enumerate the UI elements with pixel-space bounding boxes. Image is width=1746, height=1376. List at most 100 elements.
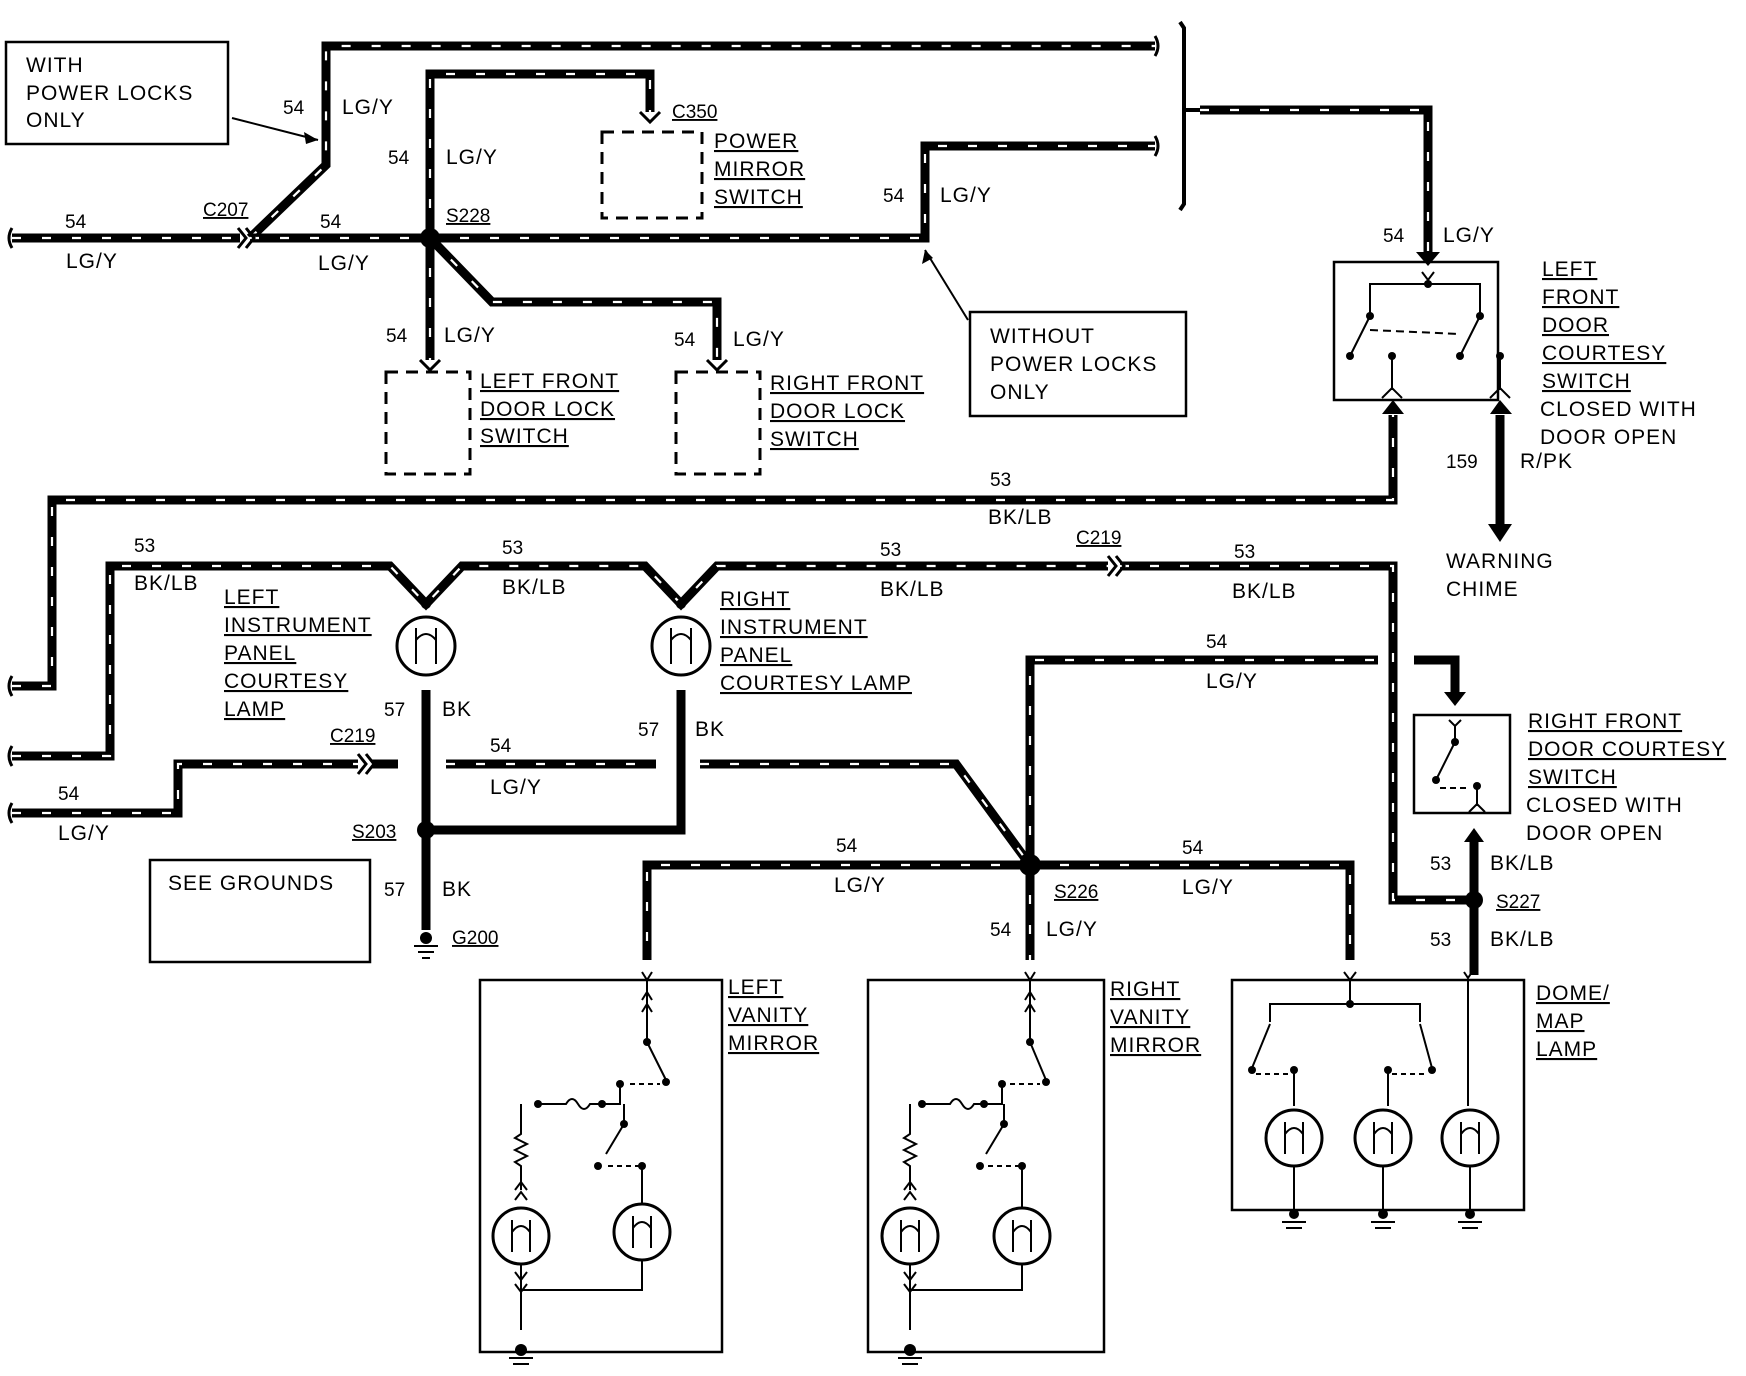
rf-door-lock-label-3: SWITCH xyxy=(770,428,859,451)
wire-label-54: 54 xyxy=(883,186,905,207)
splice-s203 xyxy=(417,821,435,839)
power-mirror-switch-box xyxy=(600,130,704,220)
wire-label-53: 53 xyxy=(502,538,523,559)
wire-54-to-rf-lock xyxy=(426,234,722,360)
wire-color-bklb: BK/LB xyxy=(1490,928,1555,951)
splice-s227-label: S227 xyxy=(1496,892,1540,913)
wire-color-lgy: LG/Y xyxy=(1182,876,1234,899)
wire-label-57: 57 xyxy=(384,880,405,901)
lf-door-lock-label-2: DOOR LOCK xyxy=(480,398,615,421)
note-box-see-grounds xyxy=(148,858,372,964)
note-box-with-power-locks xyxy=(4,40,230,146)
wire-color-lgy: LG/Y xyxy=(940,184,992,207)
wire-54-to-lf-courtesy xyxy=(1200,105,1433,255)
ground-g200-icon xyxy=(414,932,438,959)
lf-door-lock-label-3: SWITCH xyxy=(480,425,569,448)
left-ip-courtesy-lamp-icon xyxy=(395,599,457,677)
rf-courtesy-note-1: CLOSED WITH xyxy=(1526,794,1683,817)
lf-door-courtesy-switch xyxy=(1332,260,1511,402)
wire-label-54: 54 xyxy=(388,148,410,169)
wire-color-bklb: BK/LB xyxy=(502,576,567,599)
wire-color-lgy: LG/Y xyxy=(834,874,886,897)
connector-c350: C350 xyxy=(672,102,717,123)
left-ip-lamp-label-4: COURTESY xyxy=(224,670,348,693)
note-box-without-power-locks xyxy=(968,310,1188,418)
wire-color-bk: BK xyxy=(695,718,725,741)
lf-courtesy-label-3: DOOR xyxy=(1542,314,1609,337)
wire-color-lgy: LG/Y xyxy=(444,324,496,347)
wire-color-lgy: LG/Y xyxy=(490,776,542,799)
wire-color-lgy: LG/Y xyxy=(1206,670,1258,693)
wire-label-53: 53 xyxy=(1430,854,1451,875)
wire-label-54: 54 xyxy=(320,212,342,233)
wire-label-54: 54 xyxy=(836,836,858,857)
connector-c219-top: C219 xyxy=(1076,528,1121,549)
wire-color-lgy: LG/Y xyxy=(1046,918,1098,941)
note-without-1: WITHOUT xyxy=(990,325,1095,348)
left-ip-lamp-label-5: LAMP xyxy=(224,698,285,721)
wire-label-54: 54 xyxy=(990,920,1012,941)
wire-label-53: 53 xyxy=(1234,542,1255,563)
wire-color-bklb: BK/LB xyxy=(880,578,945,601)
lf-courtesy-label-1: LEFT xyxy=(1542,258,1597,281)
left-vanity-mirror xyxy=(478,971,724,1365)
splice-s226 xyxy=(1019,854,1041,876)
bracket xyxy=(1178,20,1186,212)
right-vanity-mirror xyxy=(866,971,1106,1365)
wire-label-57: 57 xyxy=(384,700,405,721)
wires xyxy=(12,41,1512,975)
power-mirror-label-1: POWER xyxy=(714,130,798,153)
rf-courtesy-label-1: RIGHT FRONT xyxy=(1528,710,1682,733)
right-vanity-label-1: RIGHT xyxy=(1110,978,1180,1001)
wire-54-s226-up xyxy=(1025,655,1378,865)
wire-color-bklb: BK/LB xyxy=(1490,852,1555,875)
wire-color-bklb: BK/LB xyxy=(134,572,199,595)
note-see-grounds: SEE GROUNDS xyxy=(168,872,334,895)
wire-label-54: 54 xyxy=(1182,838,1204,859)
lf-courtesy-label-2: FRONT xyxy=(1542,286,1619,309)
wire-label-54: 54 xyxy=(674,330,696,351)
note-with-3: ONLY xyxy=(26,109,86,132)
wire-label-57: 57 xyxy=(638,720,659,741)
connector-c207: C207 xyxy=(203,200,248,221)
left-vanity-label-3: MIRROR xyxy=(728,1032,819,1055)
rf-courtesy-note-2: DOOR OPEN xyxy=(1526,822,1663,845)
wire-label-54: 54 xyxy=(283,98,305,119)
warning-chime-label-2: CHIME xyxy=(1446,578,1519,601)
wire-color-lgy: LG/Y xyxy=(446,146,498,169)
warning-chime-label-1: WARNING xyxy=(1446,550,1554,573)
dome-lamp-label-1: DOME/ xyxy=(1536,982,1610,1005)
wire-color-lgy: LG/Y xyxy=(342,96,394,119)
note-with-2: POWER LOCKS xyxy=(26,82,193,105)
right-ip-lamp-label-3: PANEL xyxy=(720,644,792,667)
text-labels: WITH POWER LOCKS ONLY WITHOUT POWER LOCK… xyxy=(26,54,1726,1061)
wire-54-to-rf-courtesy xyxy=(1414,655,1460,700)
right-vanity-label-3: MIRROR xyxy=(1110,1034,1201,1057)
lf-courtesy-note-2: DOOR OPEN xyxy=(1540,426,1677,449)
ground-g200-label: G200 xyxy=(452,928,498,949)
wire-breaks xyxy=(7,35,1160,824)
wire-color-lgy: LG/Y xyxy=(58,822,110,845)
wire-label-54: 54 xyxy=(386,326,408,347)
wire-label-53: 53 xyxy=(990,470,1011,491)
wire-color-lgy: LG/Y xyxy=(733,328,785,351)
lf-door-lock-label-1: LEFT FRONT xyxy=(480,370,619,393)
left-ip-lamp-label-3: PANEL xyxy=(224,642,296,665)
splice-s228 xyxy=(420,228,440,248)
splice-s227 xyxy=(1465,891,1483,909)
wire-color-bk: BK xyxy=(442,698,472,721)
wire-53-long xyxy=(12,415,1398,691)
note-with-1: WITH xyxy=(26,54,84,77)
rf-courtesy-label-3: SWITCH xyxy=(1528,766,1617,789)
right-ip-lamp-label-4: COURTESY LAMP xyxy=(720,672,912,695)
dome-lamp-label-3: LAMP xyxy=(1536,1038,1597,1061)
power-mirror-label-3: SWITCH xyxy=(714,186,803,209)
lf-courtesy-note-1: CLOSED WITH xyxy=(1540,398,1697,421)
rf-door-lock-switch-box xyxy=(674,370,762,476)
rf-door-lock-label-1: RIGHT FRONT xyxy=(770,372,924,395)
rf-courtesy-label-2: DOOR COURTESY xyxy=(1528,738,1726,761)
left-vanity-label-2: VANITY xyxy=(728,1004,808,1027)
lf-door-lock-switch-box xyxy=(384,370,472,476)
dome-lamp-label-2: MAP xyxy=(1536,1010,1585,1033)
